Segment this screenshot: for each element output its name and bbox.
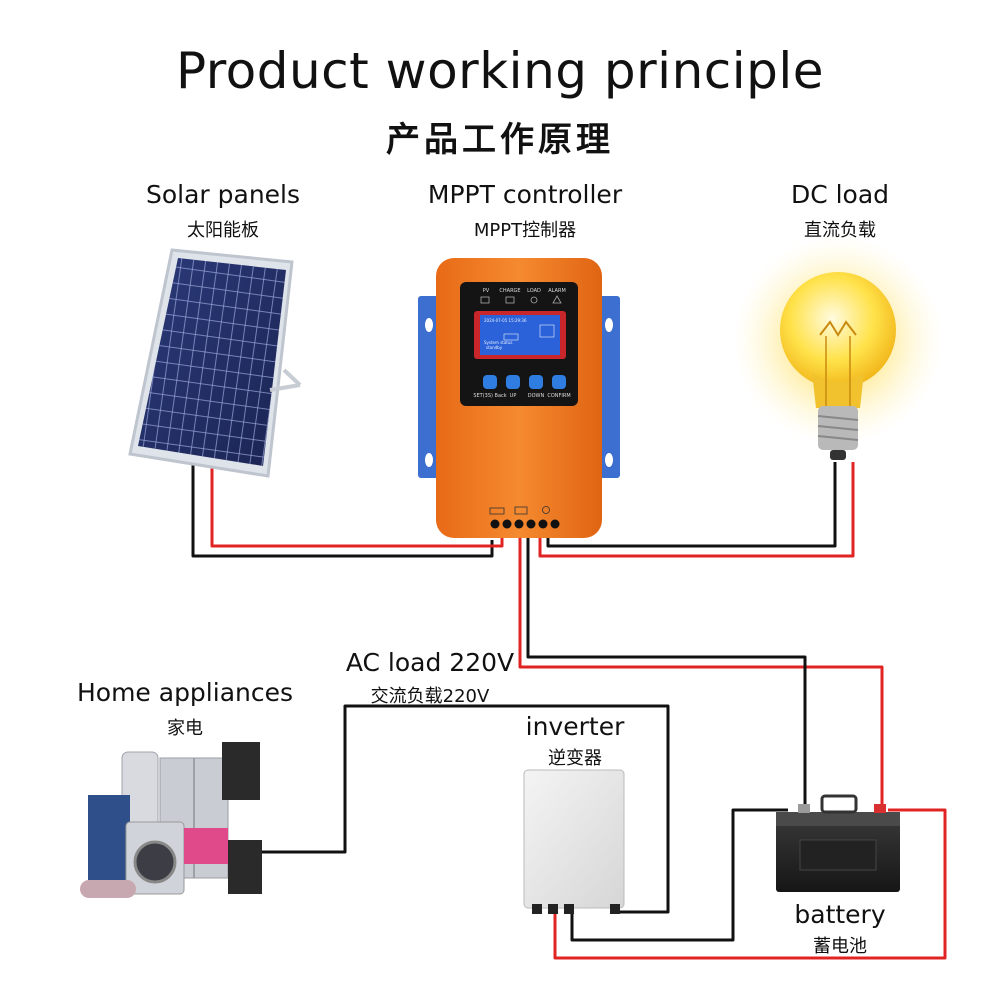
ac-load-label-cn: 交流负载220V [370,686,490,707]
solar-label-cn: 太阳能板 [187,220,259,241]
range-hood [222,742,260,800]
battery-handle [820,794,858,814]
up-button-label: UP [510,393,517,399]
lcd-time: 2024-07-05 15:29:36 [484,318,527,323]
terminal-block [489,506,560,529]
wires [191,458,947,960]
lcd-line-2: standby [486,345,503,350]
charge-icon [505,296,515,304]
down-button-label: DOWN [528,393,545,399]
pv-icon [480,296,490,304]
home-appliances [80,742,262,898]
home-label: Home appliances [76,678,294,707]
set-button-label: SET(3S) Back [473,393,506,399]
alarm-icon [552,295,562,304]
mppt-controller: PV CHARGE LOAD ALARM 2024-07-05 15:29:36… [418,258,620,538]
television [184,828,228,864]
wire-dc-negative [546,462,837,548]
controller-label: MPPT controller [427,180,623,209]
set-button[interactable] [483,375,497,389]
left-bracket [418,296,440,478]
wire-solar-negative [191,458,494,558]
controller-label-cn: MPPT控制器 [473,220,577,241]
wire-solar-positive [210,458,504,548]
lcd-screen [480,315,560,355]
solar-label: Solar panels [145,180,301,209]
dishwasher [88,795,130,887]
inverter-label: inverter [525,712,625,741]
right-bracket [598,296,620,478]
down-button[interactable] [529,375,543,389]
wire-inverter-positive [553,808,947,960]
wire-ac-load [262,704,670,914]
battery-label-cn: 蓄电池 [813,936,867,957]
wire-dc-positive [538,462,855,558]
dc-load-bulb [733,235,943,460]
lcd-line-1: System status [484,340,512,345]
robot-vacuum [80,880,136,898]
inverter [523,769,625,914]
battery-negative-terminal [798,804,810,813]
terminal-solar-icon [489,507,505,515]
page-title: Product working principle [175,42,825,100]
ac-load-label: AC load 220V [345,648,515,677]
inverter-label-cn: 逆变器 [548,748,602,769]
lcd-battery-icon [539,324,555,338]
terminal-load-icon [542,506,550,514]
oven [228,840,262,894]
battery-positive-terminal [874,804,886,813]
terminal-battery-icon [514,506,528,515]
indicator-alarm: ALARM [548,288,566,294]
battery [776,794,900,892]
indicator-charge: CHARGE [499,288,520,294]
battery-label: battery [794,900,886,929]
up-button[interactable] [506,375,520,389]
confirm-button-label: CONFIRM [547,393,570,399]
indicator-load: LOAD [527,288,541,294]
wire-battery-negative [526,538,807,810]
wire-inverter-negative [570,808,788,942]
indicator-pv: PV [483,288,490,294]
dc-load-label: DC load [790,180,890,209]
inverter-body [523,769,625,909]
solar-panel [128,248,302,478]
dc-load-label-cn: 直流负载 [804,220,876,241]
home-label-cn: 家电 [167,718,203,739]
page-subtitle: 产品工作原理 [386,120,614,160]
wire-battery-positive [518,538,884,810]
confirm-button[interactable] [552,375,566,389]
load-icon [530,296,538,304]
